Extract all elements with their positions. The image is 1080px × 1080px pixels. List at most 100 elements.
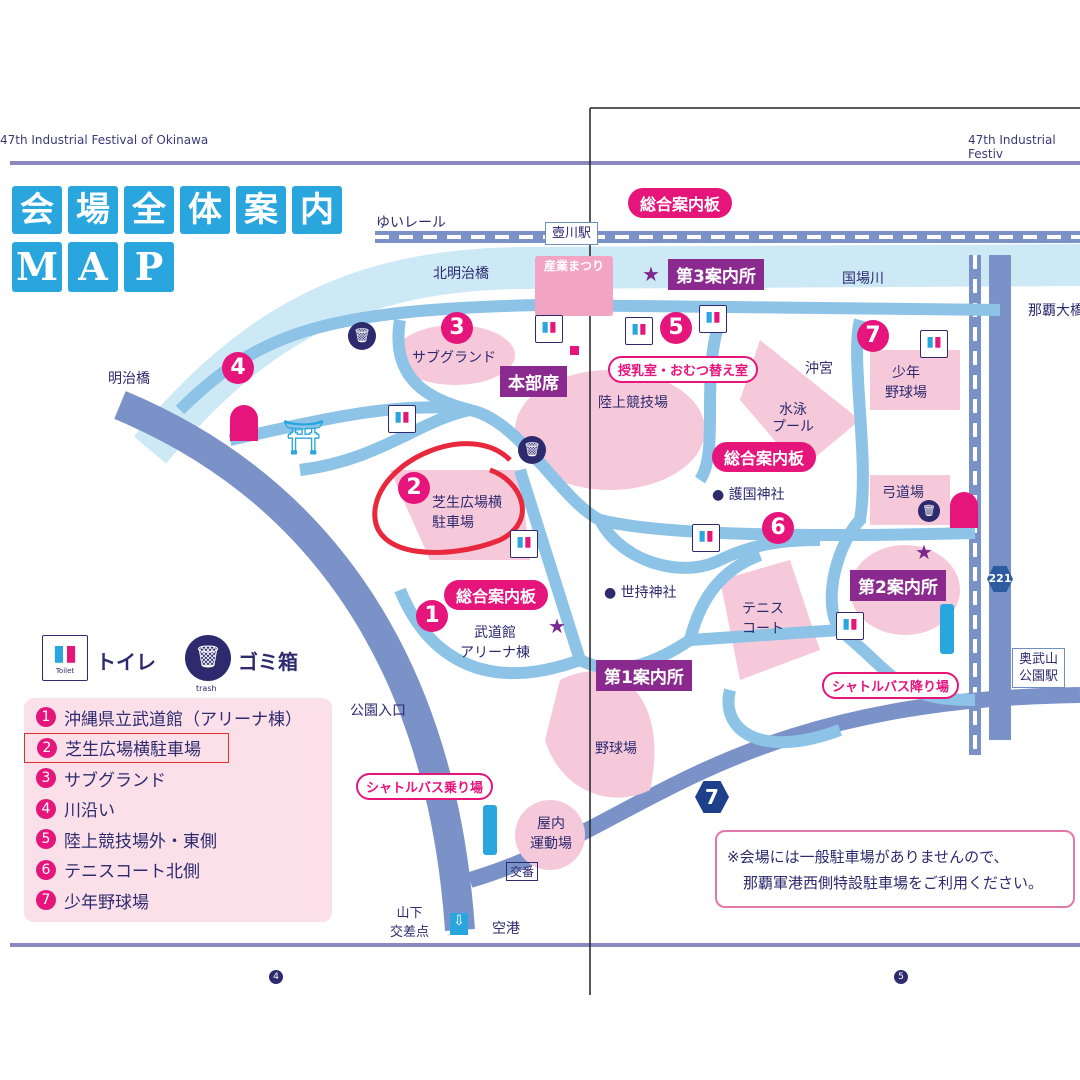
notice-line-2: 那覇軍港西側特設駐車場をご利用ください。 bbox=[743, 874, 1044, 892]
star-icon: ★ bbox=[548, 614, 566, 638]
sub-ground-label: サブグランド bbox=[412, 350, 496, 366]
gate-icon bbox=[950, 492, 978, 528]
title-char: P bbox=[124, 242, 174, 292]
legend-label: 芝生広場横駐車場 bbox=[65, 740, 201, 761]
hq-desk: 本部席 bbox=[500, 366, 567, 397]
airport-label: 空港 bbox=[492, 921, 520, 937]
tsubogawa-station: 壺川駅 bbox=[545, 222, 599, 245]
area-1-marker: 1 bbox=[416, 600, 448, 632]
title-char: M bbox=[12, 242, 62, 292]
legend-number: 2 bbox=[37, 737, 57, 758]
header-right: 47th Industrial Festiv bbox=[968, 133, 1056, 161]
toilet-figures-icon: ▮▮ bbox=[52, 640, 78, 666]
legend-item: 1 沖縄県立武道館（アリーナ棟） bbox=[24, 702, 332, 733]
legend-label: サブグランド bbox=[64, 770, 166, 791]
legend-number: 4 bbox=[36, 798, 56, 819]
kokuba-river: 国場川 bbox=[842, 271, 884, 287]
budokan-label: 武道館 アリーナ棟 bbox=[460, 625, 530, 661]
toilet-icon: ▮▮ bbox=[699, 305, 727, 333]
toilet-legend-label: トイレ bbox=[96, 650, 156, 674]
gokoku-shrine: ● 護国神社 bbox=[712, 487, 785, 503]
shuttle-stop-callout: シャトルバス乗り場 bbox=[356, 773, 494, 800]
legend-number: 3 bbox=[36, 768, 56, 789]
page-number-right: 5 bbox=[894, 970, 908, 984]
youth-baseball-label: 少年 野球場 bbox=[885, 365, 927, 401]
gate-icon bbox=[230, 405, 258, 441]
baseball-label: 野球場 bbox=[595, 741, 637, 757]
info-desk-3: 第3案内所 bbox=[668, 259, 764, 290]
legend-label: 陸上競技場外・東側 bbox=[64, 831, 217, 852]
trash-icon: 🗑 bbox=[918, 500, 940, 522]
torii-icon: ⛩ bbox=[282, 418, 326, 458]
title-char: 体 bbox=[180, 186, 230, 234]
park-entrance-label: 公園入口 bbox=[350, 703, 406, 719]
onoyama-station: 奥武山 公園駅 bbox=[1012, 648, 1066, 688]
title-char: 案 bbox=[236, 186, 286, 234]
area-3-marker: 3 bbox=[441, 312, 473, 344]
toilet-icon: ▮▮ bbox=[510, 530, 538, 558]
yamashita-intersection: 山下 交差点 bbox=[390, 906, 430, 940]
toilet-icon: ▮▮ bbox=[692, 524, 720, 552]
legend-label: 少年野球場 bbox=[64, 892, 149, 913]
area-2-marker: 2 bbox=[398, 472, 430, 504]
info-desk-1: 第1案内所 bbox=[596, 660, 692, 691]
shuttle-drop-callout: シャトルバス降り場 bbox=[822, 672, 960, 699]
sejimochi-shrine: ● 世持神社 bbox=[604, 585, 677, 601]
area-7-marker: 7 bbox=[857, 320, 889, 352]
parking-notice: ※会場には一般駐車場がありませんので、 那覇軍港西側特設駐車場をご利用ください。 bbox=[715, 830, 1075, 908]
toilet-legend-icon: ▮▮ Toilet bbox=[42, 635, 88, 681]
header-left: 47th Industrial Festival of Okinawa bbox=[0, 133, 209, 147]
meiji-bridge: 明治橋 bbox=[108, 371, 150, 387]
trash-icon: 🗑 bbox=[348, 322, 376, 350]
title-char: 場 bbox=[68, 186, 118, 234]
legend-item: 6 テニスコート北側 bbox=[24, 855, 332, 886]
police-box-label: 交番 bbox=[506, 862, 539, 881]
shiba-parking-label: 芝生広場横 駐車場 bbox=[432, 495, 502, 531]
legend-label: テニスコート北側 bbox=[64, 862, 200, 883]
bus-stop-icon bbox=[483, 805, 497, 855]
toilet-icon: ▮▮ bbox=[836, 612, 864, 640]
nursing-room-callout: 授乳室・おむつ替え室 bbox=[608, 356, 759, 383]
info-board-callout-2: 総合案内板 bbox=[712, 442, 817, 472]
legend-number: 6 bbox=[36, 859, 56, 880]
legend-number: 1 bbox=[36, 707, 56, 728]
trash-icon: 🗑 bbox=[518, 436, 546, 464]
trash-legend-icon: 🗑 bbox=[185, 635, 231, 681]
title-char: 会 bbox=[12, 186, 62, 234]
star-icon: ★ bbox=[915, 540, 933, 564]
info-board-callout: 総合案内板 bbox=[628, 188, 733, 218]
area-4-marker: 4 bbox=[222, 352, 254, 384]
area-6-marker: 6 bbox=[762, 512, 794, 544]
legend-item-highlighted: 2 芝生広場横駐車場 bbox=[24, 732, 229, 763]
info-desk-2: 第2案内所 bbox=[850, 570, 946, 601]
notice-line-1: ※会場には一般駐車場がありませんので、 bbox=[727, 848, 1009, 866]
sangyo-gate: 産業まつり bbox=[535, 256, 613, 316]
route-7-sign: 7 bbox=[695, 781, 729, 813]
info-board-callout-3: 総合案内板 bbox=[444, 580, 549, 610]
bus-stop-icon bbox=[940, 604, 954, 654]
trash-legend-label: ゴミ箱 bbox=[238, 650, 298, 674]
toilet-icon: ▮▮ bbox=[920, 330, 948, 358]
toilet-legend-caption: Toilet bbox=[55, 666, 75, 675]
indoor-gym-label: 屋内 運動場 bbox=[530, 816, 572, 852]
kita-meiji-bridge: 北明治橋 bbox=[433, 266, 489, 282]
nursing-room-marker bbox=[570, 346, 579, 355]
toilet-icon: ▮▮ bbox=[535, 315, 563, 343]
kyudo-label: 弓道場 bbox=[882, 485, 924, 501]
arrow-down-icon: ⇩ bbox=[450, 913, 468, 935]
yui-rail-label: ゆいレール bbox=[376, 215, 446, 231]
trash-legend-caption: trash bbox=[196, 684, 217, 693]
legend-label: 沖縄県立武道館（アリーナ棟） bbox=[64, 709, 302, 730]
legend-item: 5 陸上競技場外・東側 bbox=[24, 824, 332, 855]
naha-bridge: 那覇大橋 bbox=[1028, 303, 1080, 319]
legend-number: 7 bbox=[36, 890, 56, 911]
legend-item: 3 サブグランド bbox=[24, 763, 332, 794]
legend-number: 5 bbox=[36, 829, 56, 850]
legend-item: 7 少年野球場 bbox=[24, 885, 332, 916]
tennis-court-label: テニス コート bbox=[742, 601, 784, 637]
toilet-icon: ▮▮ bbox=[388, 405, 416, 433]
